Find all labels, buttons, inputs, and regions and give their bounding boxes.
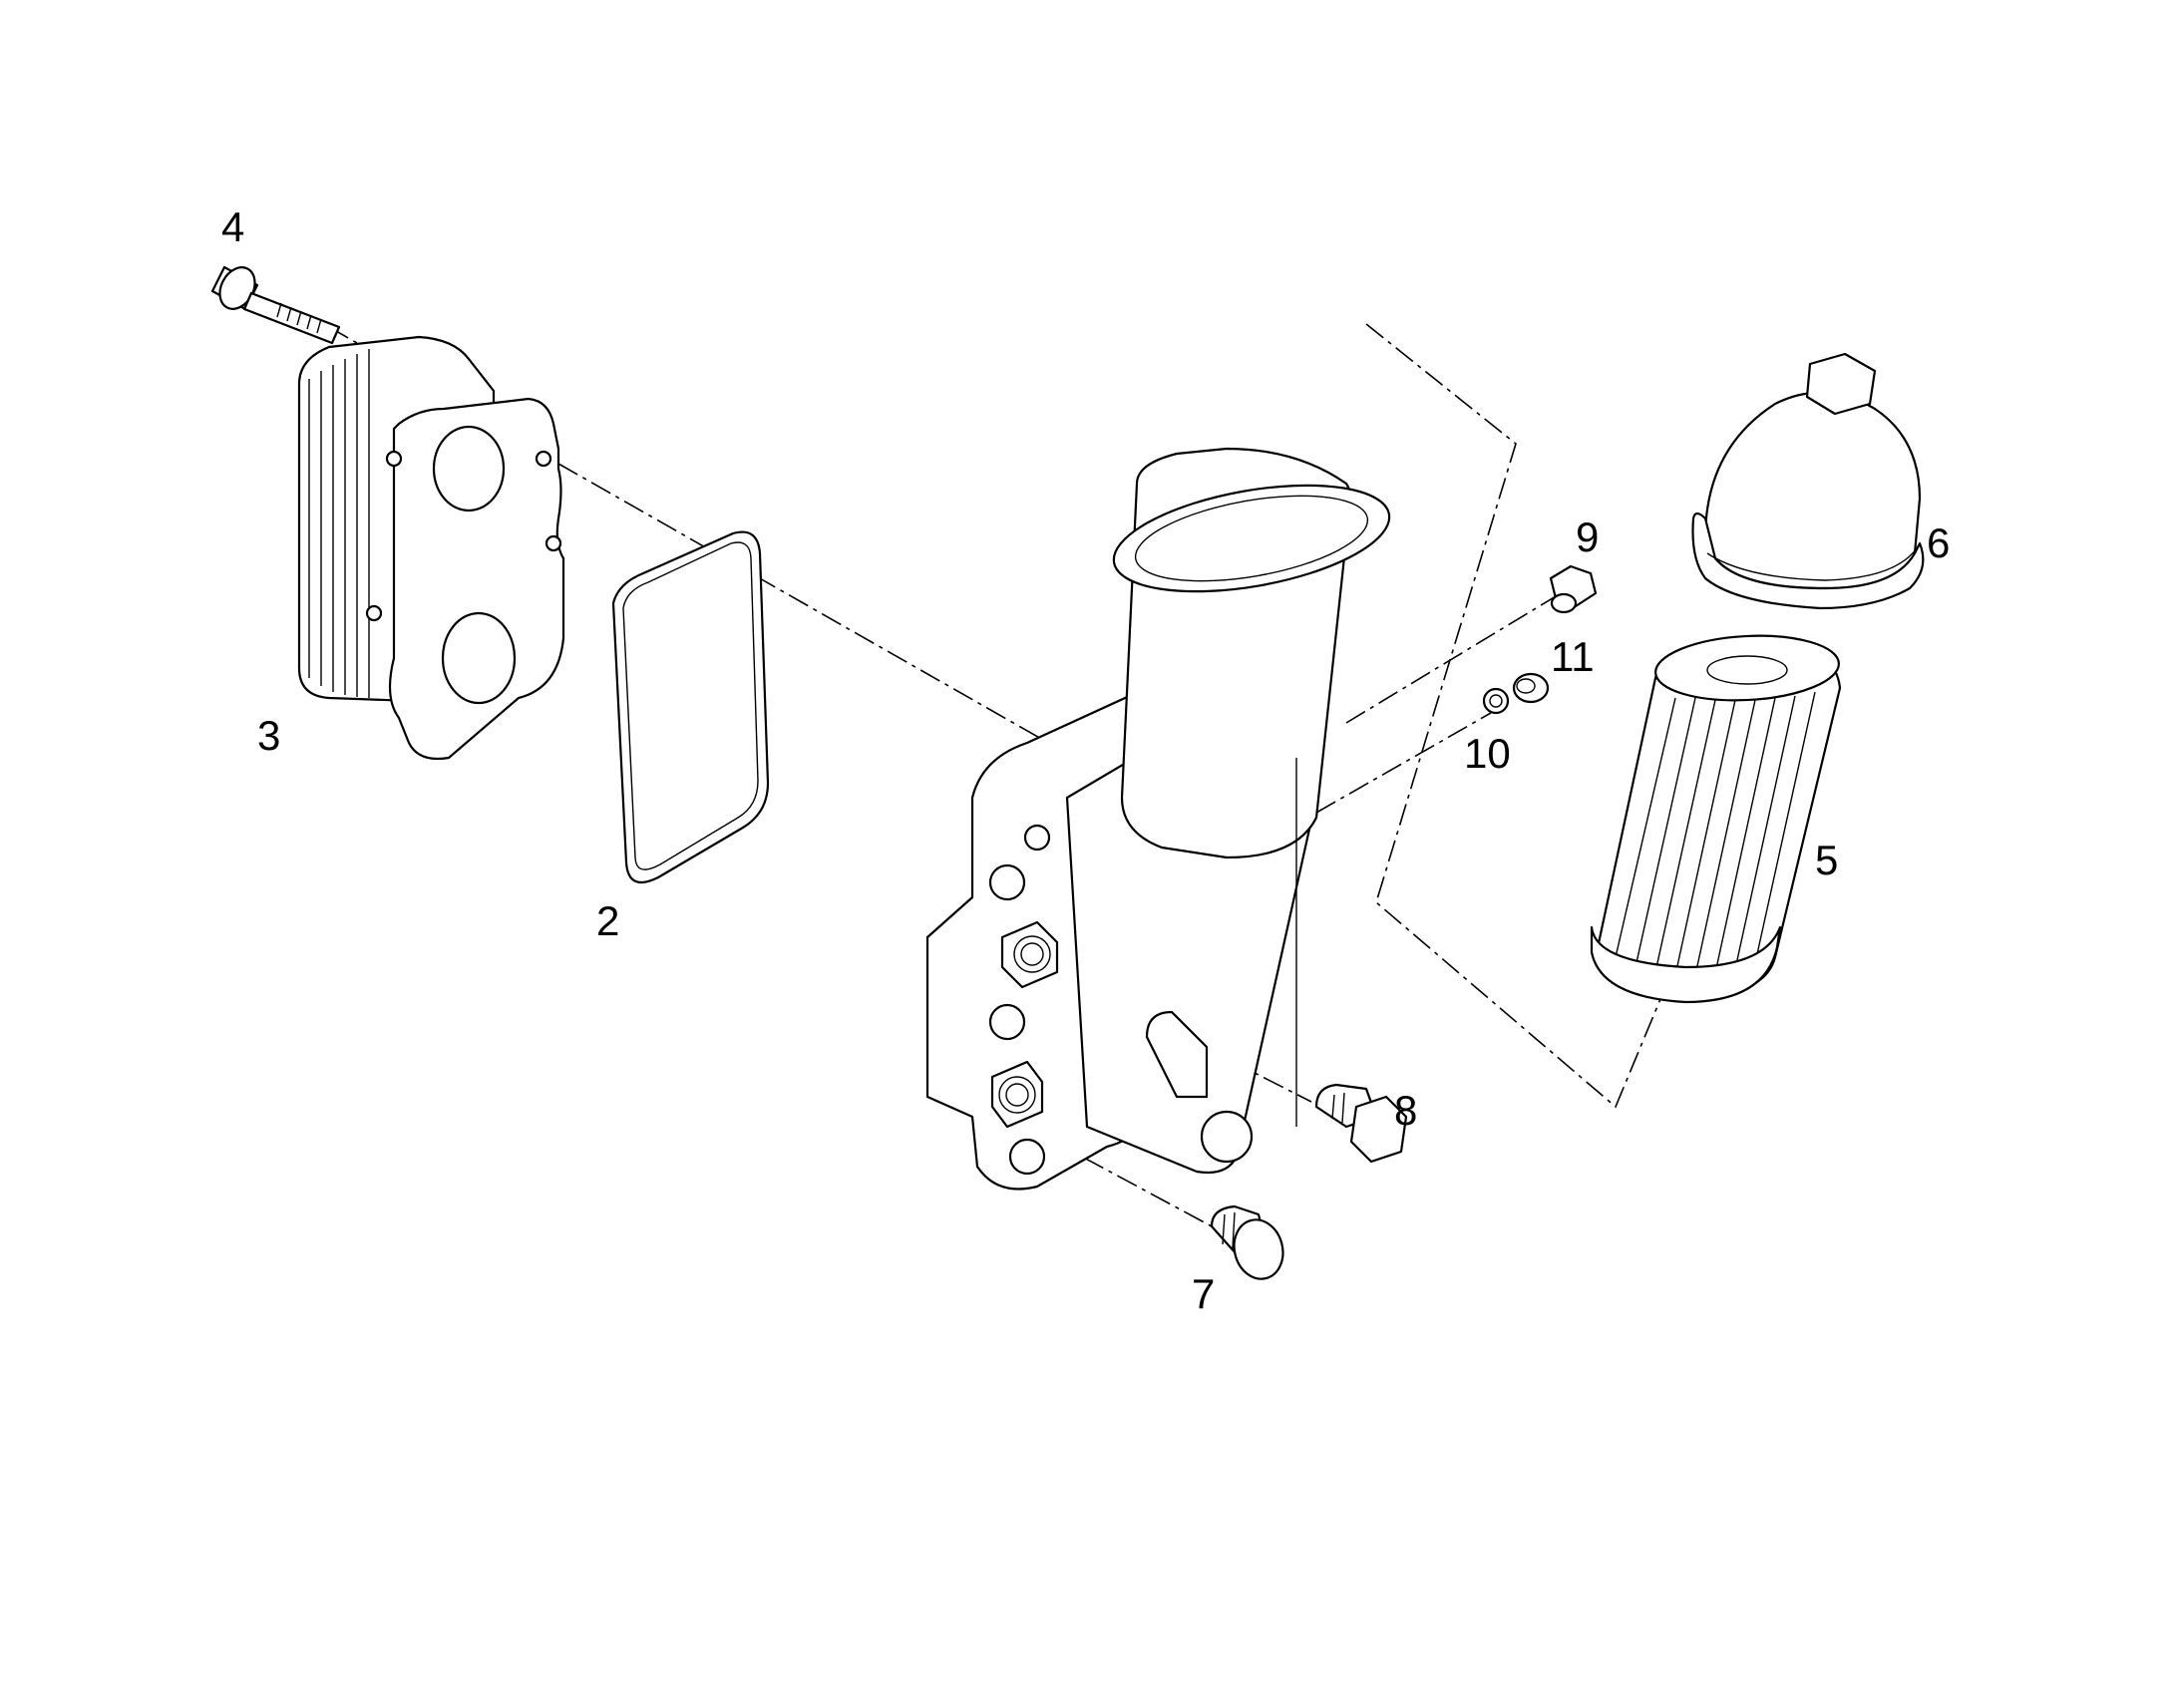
filter-housing <box>925 447 1391 1191</box>
callout-7: 7 <box>1192 1270 1215 1317</box>
callout-8: 8 <box>1394 1087 1417 1134</box>
plug-part-11 <box>1512 672 1550 704</box>
plug-part-7 <box>1210 1204 1284 1280</box>
seal-ring-part-10 <box>1482 687 1510 715</box>
callout-5: 5 <box>1815 837 1838 883</box>
callout-10: 10 <box>1464 730 1511 777</box>
callout-4: 4 <box>221 203 244 250</box>
oil-cooler-part-3 <box>297 335 565 761</box>
bolt-part-4 <box>210 265 341 345</box>
callout-6: 6 <box>1927 519 1950 566</box>
filter-element-part-5 <box>1590 634 1842 1004</box>
filter-cap-part-6 <box>1691 352 1925 610</box>
gasket-part-2 <box>611 530 770 884</box>
callout-11: 11 <box>1551 633 1595 680</box>
plug-part-9 <box>1549 564 1598 614</box>
callout-labels: 2 3 4 5 6 7 8 9 10 11 <box>221 203 1950 1317</box>
plug-part-8 <box>1314 1083 1408 1164</box>
callout-3: 3 <box>257 712 280 759</box>
callout-9: 9 <box>1576 513 1599 560</box>
callout-2: 2 <box>596 897 619 944</box>
